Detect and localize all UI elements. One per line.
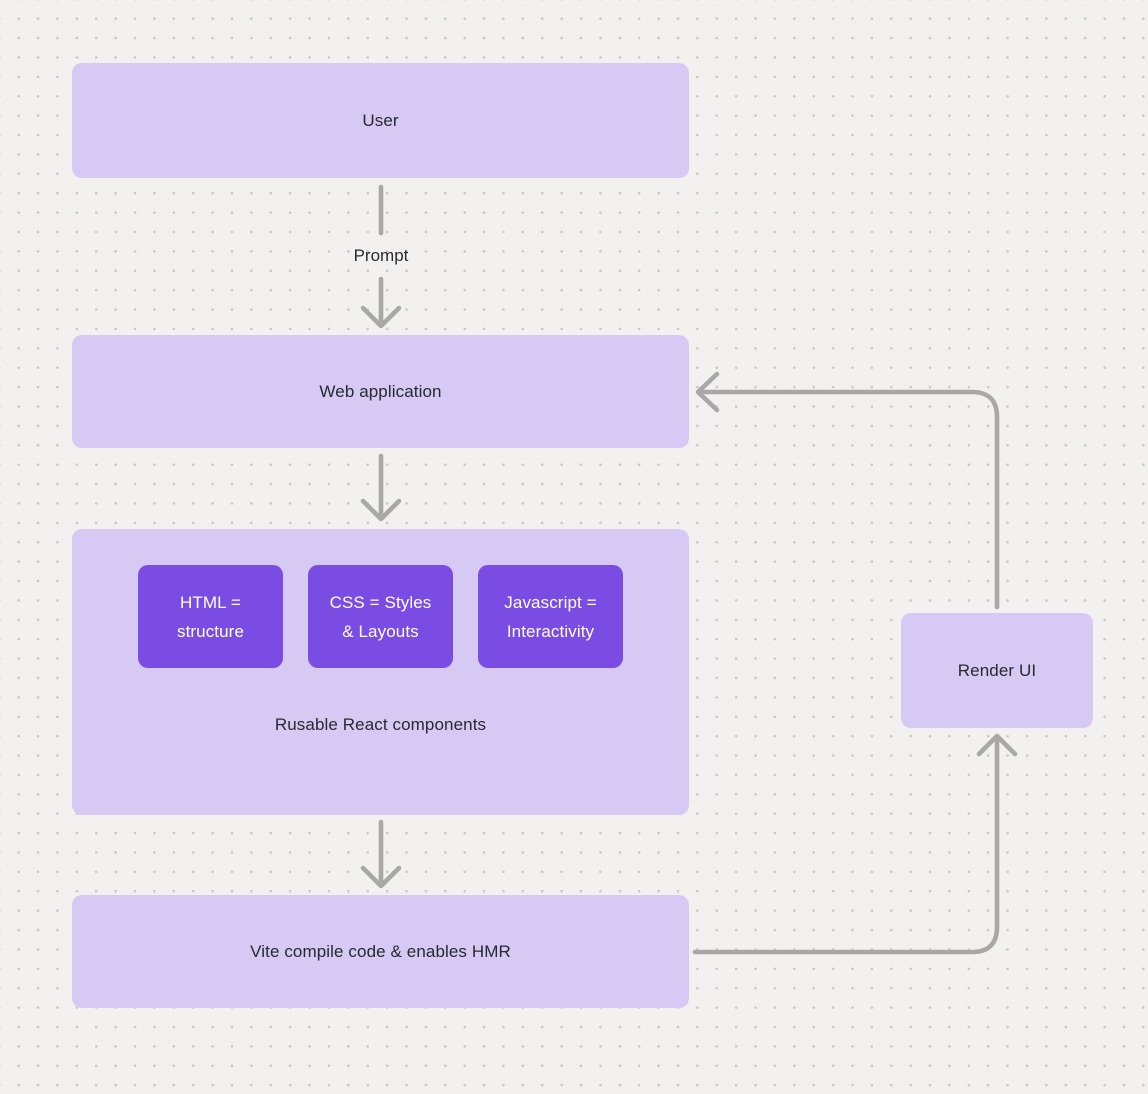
- arrowhead-left-webapp-icon: [695, 371, 720, 413]
- arrowhead-down-components-icon: [360, 498, 402, 522]
- node-javascript-interactivity-label: Javascript = Interactivity: [504, 592, 597, 641]
- components-group-caption: Rusable React components: [274, 715, 487, 734]
- edge-label-prompt: Prompt: [353, 246, 409, 265]
- node-web-application[interactable]: Web application: [72, 335, 689, 448]
- node-javascript-interactivity[interactable]: Javascript = Interactivity: [478, 565, 623, 668]
- node-css-styles[interactable]: CSS = Styles & Layouts: [308, 565, 453, 668]
- edge-vite-to-renderui-line: [692, 734, 1000, 955]
- arrowhead-down-webapp-icon: [360, 305, 402, 329]
- node-html-structure-label: HTML = structure: [176, 592, 245, 641]
- node-render-ui[interactable]: Render UI: [901, 613, 1093, 728]
- node-web-application-label: Web application: [319, 381, 442, 401]
- arrowhead-down-vite-icon: [360, 865, 402, 889]
- edge-renderui-to-webapp-line: [696, 389, 1000, 610]
- node-components-group[interactable]: HTML = structure CSS = Styles & Layouts …: [72, 529, 689, 815]
- node-render-ui-label: Render UI: [957, 660, 1037, 680]
- node-vite[interactable]: Vite compile code & enables HMR: [72, 895, 689, 1008]
- node-css-styles-label: CSS = Styles & Layouts: [329, 592, 432, 641]
- node-vite-label: Vite compile code & enables HMR: [250, 941, 511, 961]
- node-user[interactable]: User: [72, 63, 689, 178]
- arrowhead-up-renderui-icon: [976, 733, 1018, 757]
- node-user-label: User: [362, 110, 399, 130]
- node-html-structure[interactable]: HTML = structure: [138, 565, 283, 668]
